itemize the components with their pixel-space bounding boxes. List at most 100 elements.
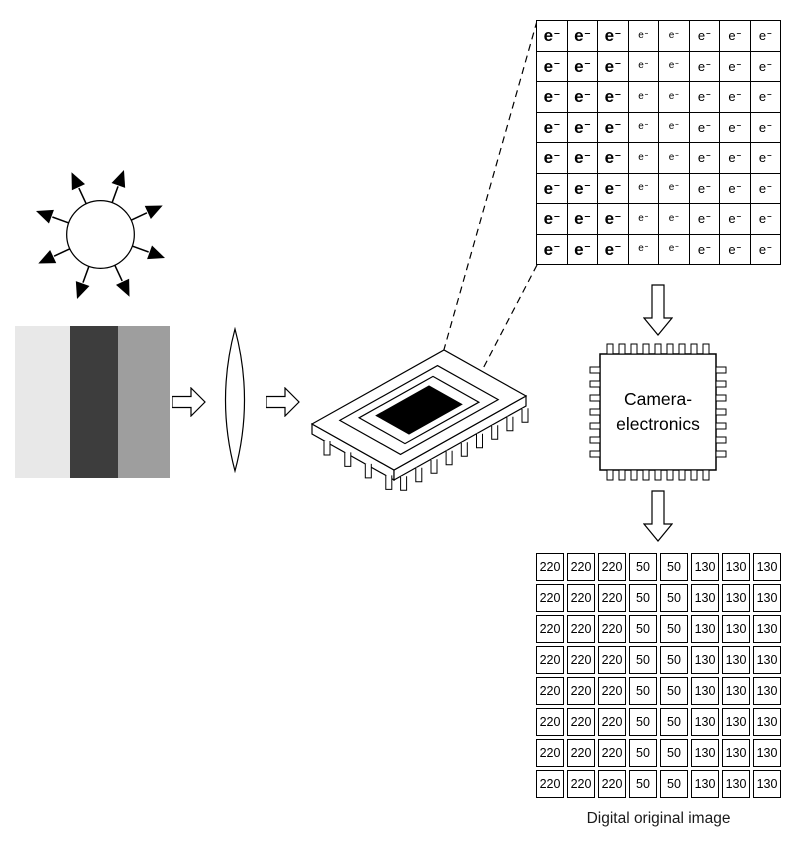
camera-chip-pin [715, 408, 727, 416]
pixel-cell: 220 [598, 677, 626, 705]
electron-cell: e– [720, 143, 751, 174]
pixel-cell: 50 [660, 739, 688, 767]
sensor-chip-icon [306, 322, 541, 507]
pixel-cell: 220 [598, 646, 626, 674]
electron-cell: e– [567, 173, 598, 204]
pixel-cell: 50 [629, 677, 657, 705]
electron-cell: e– [567, 21, 598, 52]
electron-cell: e– [720, 204, 751, 235]
pixel-cell: 220 [536, 708, 564, 736]
electron-cell: e– [750, 51, 781, 82]
pixel-cell: 130 [691, 615, 719, 643]
pixel-cell: 130 [753, 739, 781, 767]
pixel-cell: 220 [598, 553, 626, 581]
camera-chip-pin [666, 469, 674, 481]
electron-cell: e– [720, 51, 751, 82]
electron-cell: e– [567, 51, 598, 82]
electron-cell: e– [659, 82, 690, 113]
pixel-cell: 50 [660, 553, 688, 581]
scene-band [118, 326, 170, 478]
pixel-cell: 130 [691, 770, 719, 798]
electron-grid: e–e–e–e–e–e–e–e–e–e–e–e–e–e–e–e–e–e–e–e–… [536, 20, 781, 265]
lens-icon [215, 326, 255, 474]
electron-cell: e– [750, 112, 781, 143]
pixel-cell: 220 [567, 677, 595, 705]
camera-chip-pin [589, 408, 601, 416]
camera-chip-pin [654, 469, 662, 481]
electron-cell: e– [598, 173, 629, 204]
pixel-cell: 130 [753, 708, 781, 736]
electron-cell: e– [598, 112, 629, 143]
camera-chip-pin [715, 366, 727, 374]
camera-chip-pin [642, 343, 650, 355]
sensor-die [375, 385, 463, 435]
electron-cell: e– [689, 21, 720, 52]
sun-rays [36, 170, 165, 299]
pixel-cell: 130 [753, 553, 781, 581]
electron-cell: e– [720, 21, 751, 52]
camera-chip-pin [606, 343, 614, 355]
camera-electronics-label: Camera- electronics [602, 356, 714, 468]
pixel-cell: 50 [629, 584, 657, 612]
electron-cell: e– [598, 234, 629, 265]
arrow-right-1 [172, 387, 206, 417]
pixel-cell: 220 [598, 770, 626, 798]
pixel-cell: 220 [567, 739, 595, 767]
camera-chip-pin [715, 450, 727, 458]
camera-chip-pin [589, 366, 601, 374]
electron-cell: e– [689, 204, 720, 235]
pixel-cell: 220 [567, 553, 595, 581]
electron-cell: e– [567, 112, 598, 143]
pixel-cell: 220 [567, 708, 595, 736]
camera-label-line1: Camera- [623, 388, 693, 409]
pixel-cell: 130 [753, 770, 781, 798]
pixel-cell: 130 [722, 708, 750, 736]
electron-cell: e– [689, 234, 720, 265]
pixel-cell: 220 [567, 646, 595, 674]
electron-cell: e– [567, 82, 598, 113]
electron-cell: e– [628, 204, 659, 235]
camera-chip-pin [630, 343, 638, 355]
electron-cell: e– [750, 234, 781, 265]
camera-chip-pin [589, 380, 601, 388]
electron-cell: e– [628, 21, 659, 52]
camera-chip-pin [715, 380, 727, 388]
pixel-cell: 50 [629, 708, 657, 736]
pixel-cell: 50 [629, 553, 657, 581]
electron-cell: e– [720, 173, 751, 204]
camera-chip-pin [589, 394, 601, 402]
electron-cell: e– [537, 82, 568, 113]
pixel-cell: 130 [691, 708, 719, 736]
electron-cell: e– [628, 143, 659, 174]
pixel-cell: 130 [722, 584, 750, 612]
camera-chip-pin [715, 394, 727, 402]
pixel-cell: 50 [629, 615, 657, 643]
arrow-right-2 [266, 387, 300, 417]
pixel-cell: 220 [598, 708, 626, 736]
camera-chip-svg [589, 343, 727, 481]
pixel-cell: 130 [722, 553, 750, 581]
pixel-cell: 130 [722, 677, 750, 705]
electron-cell: e– [720, 112, 751, 143]
electron-cell: e– [750, 143, 781, 174]
electron-cell: e– [567, 234, 598, 265]
pixel-cell: 50 [660, 677, 688, 705]
pixel-cell: 220 [598, 584, 626, 612]
electron-cell: e– [750, 173, 781, 204]
camera-chip-pin [618, 343, 626, 355]
pixel-cell: 50 [660, 615, 688, 643]
arrow-down-1 [643, 284, 673, 336]
pixel-cell: 130 [691, 553, 719, 581]
electron-cell: e– [689, 82, 720, 113]
electron-cell: e– [750, 204, 781, 235]
electron-cell: e– [628, 82, 659, 113]
electron-cell: e– [628, 51, 659, 82]
pixel-cell: 220 [598, 615, 626, 643]
electron-cell: e– [720, 82, 751, 113]
electron-cell: e– [659, 21, 690, 52]
pixel-cell: 50 [660, 708, 688, 736]
scene-band [15, 326, 70, 478]
electron-cell: e– [598, 51, 629, 82]
camera-chip-pin [715, 436, 727, 444]
